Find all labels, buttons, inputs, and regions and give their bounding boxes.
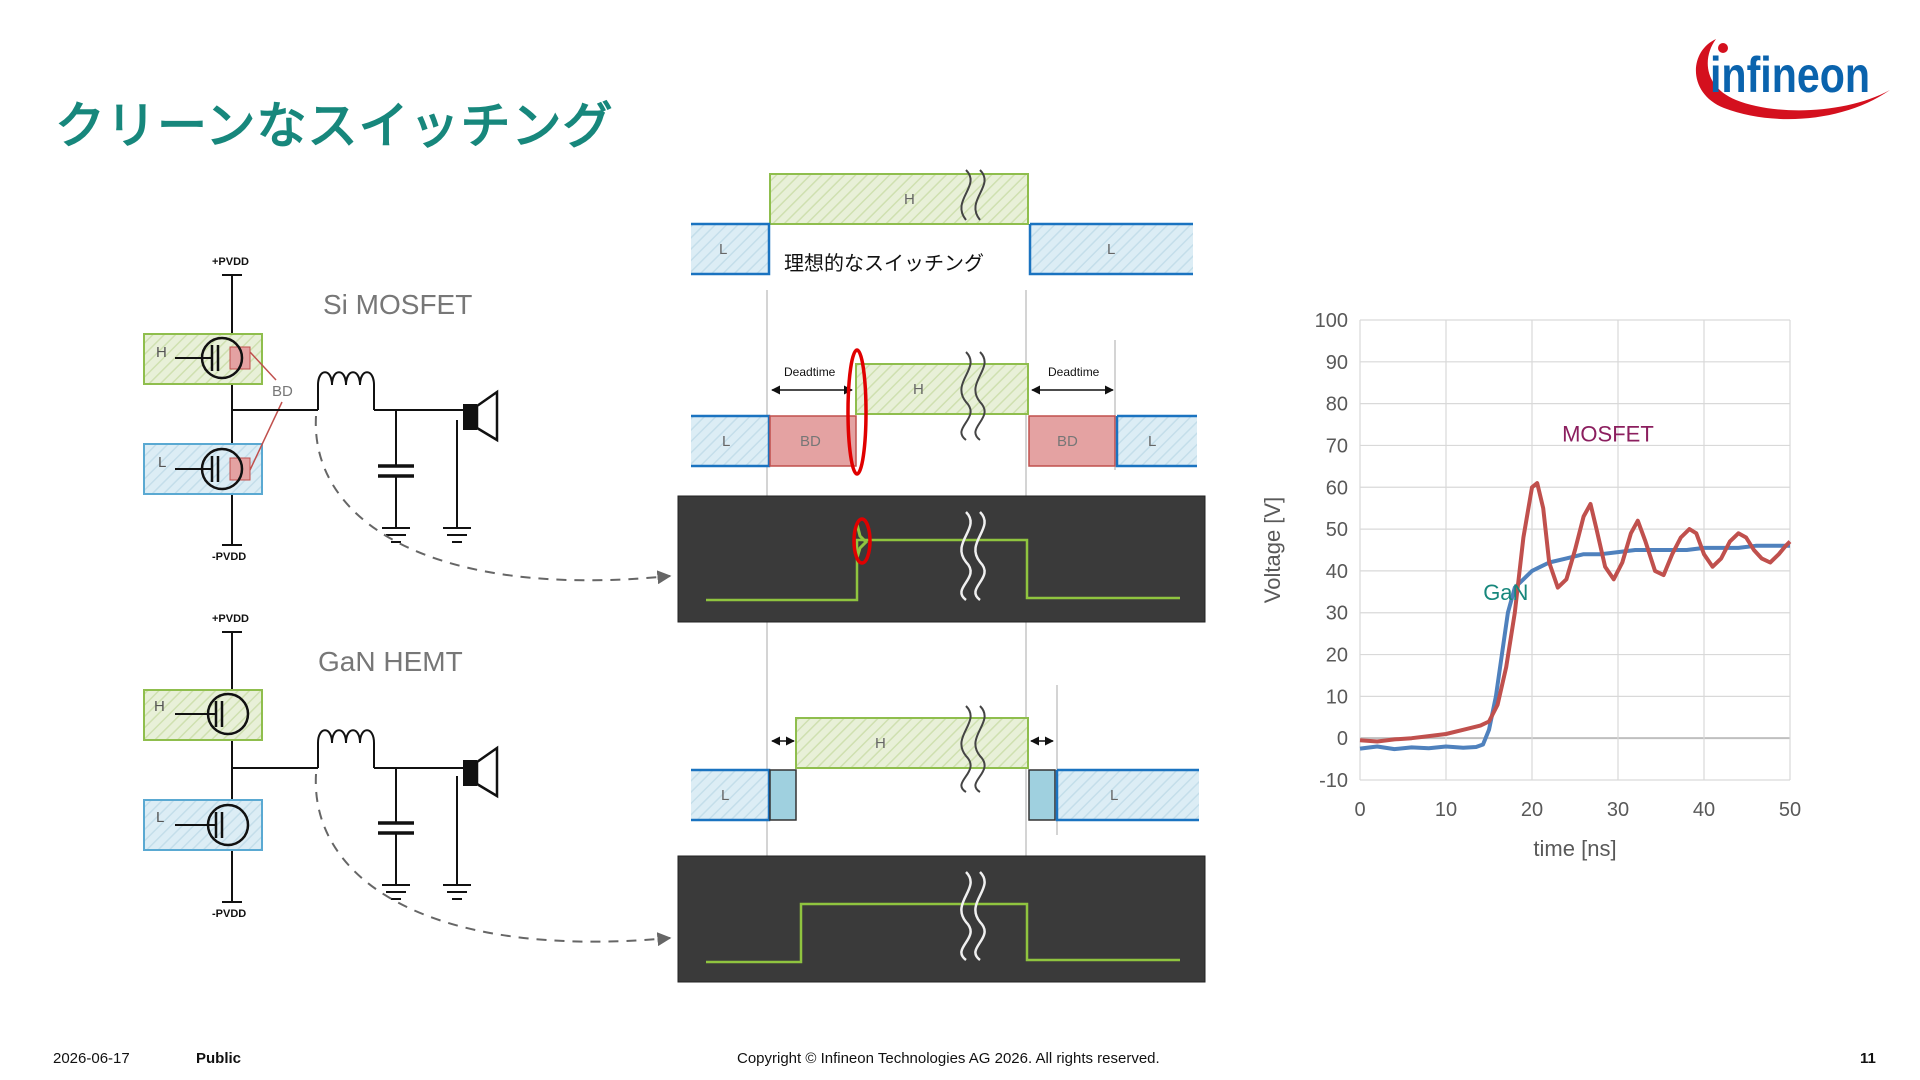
transition-highlight xyxy=(846,348,868,476)
connector-arrow-gan xyxy=(314,773,672,947)
gan-deadtime-right xyxy=(1028,769,1056,821)
si-l-block-left xyxy=(691,416,769,466)
x-tick-label: 50 xyxy=(1779,799,1801,821)
inductor xyxy=(317,729,375,768)
infineon-logo: infineon xyxy=(1695,39,1890,120)
mosfet-annotation: MOSFET xyxy=(1562,421,1654,446)
y-tick-label: 60 xyxy=(1326,477,1348,499)
page-number: 11 xyxy=(1860,1050,1876,1067)
footer-classification: Public xyxy=(196,1050,242,1067)
si-l-block-right xyxy=(1117,416,1197,466)
ideal-h-block xyxy=(769,173,1029,225)
gan-h-label: H xyxy=(875,735,886,752)
gan-l-label-right: L xyxy=(1110,787,1118,804)
gan-deadtime-left xyxy=(769,769,797,821)
connector-arrow-si xyxy=(314,415,672,585)
si-scope-trace xyxy=(706,538,1180,602)
ideal-l-label-left: L xyxy=(719,241,727,258)
x-tick-label: 0 xyxy=(1354,799,1365,821)
h-label: H xyxy=(154,698,165,715)
l-label: L xyxy=(156,809,164,826)
footer-copyright: Copyright © Infineon Technologies AG 202… xyxy=(737,1050,1160,1067)
inductor xyxy=(317,371,375,410)
bd-label: BD xyxy=(272,383,293,400)
si-bd-block-left xyxy=(769,415,857,467)
logo-text: infineon xyxy=(1710,47,1870,103)
y-tick-label: 70 xyxy=(1326,435,1348,457)
pvdd-neg-label: -PVDD xyxy=(212,908,246,920)
x-tick-label: 40 xyxy=(1693,799,1715,821)
si-bd-label-left: BD xyxy=(800,433,821,450)
chart-xlabel: time [ns] xyxy=(1533,836,1616,861)
si-bd-label-right: BD xyxy=(1057,433,1078,450)
ideal-l-block-right xyxy=(1030,224,1193,274)
ideal-h-label: H xyxy=(904,191,915,208)
gan-hemt-label: GaN HEMT xyxy=(318,646,463,677)
series-line-gan xyxy=(1359,543,1790,752)
chart-grid xyxy=(1359,319,1791,781)
si-h-block xyxy=(855,363,1029,415)
x-tick-label: 10 xyxy=(1435,799,1457,821)
y-tick-label: -10 xyxy=(1319,770,1348,792)
ideal-l-block-left xyxy=(691,224,769,274)
deadtime-label-right: Deadtime xyxy=(1048,365,1100,379)
si-l-label-right: L xyxy=(1148,433,1156,450)
y-tick-label: 40 xyxy=(1326,561,1348,583)
si-l-label-left: L xyxy=(722,433,730,450)
ideal-l-label-right: L xyxy=(1107,241,1115,258)
pvdd-pos-label: +PVDD xyxy=(212,256,249,268)
si-bd-block-right xyxy=(1028,415,1116,467)
y-tick-label: 0 xyxy=(1337,728,1348,750)
chart-ylabel: Voltage [V] xyxy=(1260,497,1285,603)
y-tick-label: 20 xyxy=(1326,645,1348,667)
ideal-switching-label: 理想的なスイッチング xyxy=(784,251,984,275)
series-line-mosfet xyxy=(1359,481,1792,744)
y-tick-label: 80 xyxy=(1326,394,1348,416)
gan-annotation: GaN xyxy=(1483,580,1528,605)
gan-scope-trace xyxy=(706,902,1180,964)
y-tick-label: 30 xyxy=(1326,603,1348,625)
footer-date: 2026-06-17 xyxy=(53,1050,130,1067)
x-tick-label: 30 xyxy=(1607,799,1629,821)
h-label: H xyxy=(156,344,167,361)
overshoot-highlight xyxy=(852,517,872,565)
speaker-icon xyxy=(463,760,477,786)
y-tick-label: 100 xyxy=(1315,310,1348,332)
slide-title: クリーンなスイッチング xyxy=(55,97,614,155)
si-mosfet-circuit: +PVDD -PVDD H L BD xyxy=(143,256,672,585)
y-tick-label: 10 xyxy=(1326,686,1348,708)
l-label: L xyxy=(158,454,166,471)
si-mosfet-label: Si MOSFET xyxy=(323,289,472,320)
pvdd-neg-label: -PVDD xyxy=(212,551,246,563)
y-tick-label: 90 xyxy=(1326,352,1348,374)
si-h-label: H xyxy=(913,381,924,398)
gan-h-block xyxy=(795,717,1029,769)
y-tick-label: 50 xyxy=(1326,519,1348,541)
gan-l-block-right xyxy=(1057,770,1199,820)
x-tick-label: 20 xyxy=(1521,799,1543,821)
gan-hemt-circuit: +PVDD -PVDD H L GaN HEMT xyxy=(143,613,672,947)
gan-l-label-left: L xyxy=(721,787,729,804)
speaker-icon xyxy=(463,404,477,430)
gan-l-block-left xyxy=(691,770,769,820)
deadtime-label-left: Deadtime xyxy=(784,365,836,379)
timing-diagrams: H L L 理想的なスイッチング L BD H BD L Deadtime De… xyxy=(677,169,1206,983)
chart-series xyxy=(1359,481,1792,752)
si-scope-screen xyxy=(677,495,1206,623)
pvdd-pos-label: +PVDD xyxy=(212,613,249,625)
